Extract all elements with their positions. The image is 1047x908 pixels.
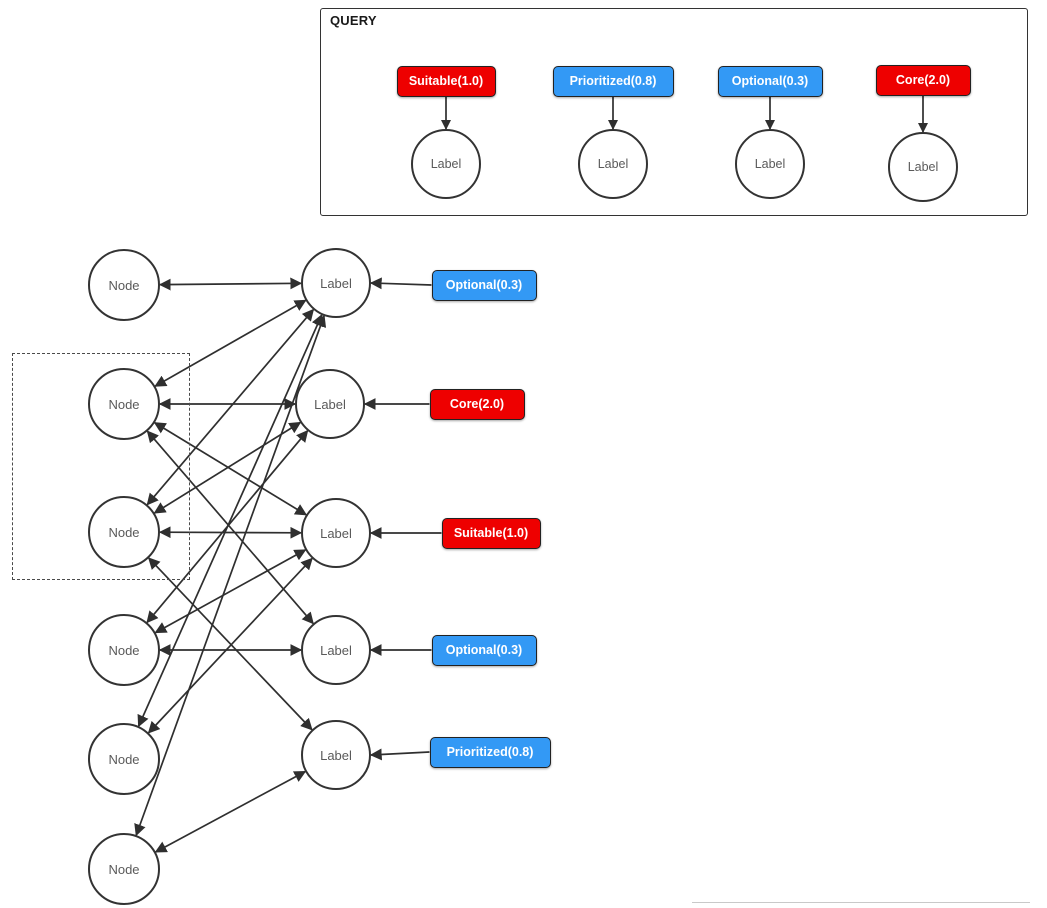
badge-label: Prioritized(0.8)	[569, 73, 657, 88]
query-label-circle-1[interactable]: Label	[578, 129, 648, 199]
graph-badge-2[interactable]: Suitable(1.0)	[441, 517, 541, 549]
query-badge-3[interactable]: Core(2.0)	[875, 64, 971, 96]
circle-label: Label	[907, 159, 939, 174]
badge-label: Suitable(1.0)	[408, 73, 484, 88]
badge-label: Suitable(1.0)	[453, 525, 529, 540]
query-label-circle-3[interactable]: Label	[888, 132, 958, 202]
circle-label: Label	[754, 156, 786, 171]
badge-label: Prioritized(0.8)	[446, 744, 534, 759]
graph-node-circle-4[interactable]: Node	[88, 723, 160, 795]
graph-node-circle-5[interactable]: Node	[88, 833, 160, 905]
graph-node-circle-3[interactable]: Node	[88, 614, 160, 686]
graph-node-circle-1[interactable]: Node	[88, 368, 160, 440]
circle-label: Node	[108, 861, 140, 877]
graph-label-circle-1[interactable]: Label	[295, 369, 365, 439]
query-badge-1[interactable]: Prioritized(0.8)	[552, 65, 674, 97]
circle-label: Label	[320, 642, 352, 658]
query-panel-title: QUERY	[330, 13, 377, 28]
circle-label: Label	[320, 747, 352, 763]
graph-label-circle-3[interactable]: Label	[301, 615, 371, 685]
edge-n0-l0	[158, 277, 303, 291]
circle-label: Label	[430, 156, 462, 171]
query-badge-2[interactable]: Optional(0.3)	[717, 65, 823, 97]
graph-badge-4[interactable]: Prioritized(0.8)	[429, 736, 551, 768]
circle-label: Node	[108, 277, 140, 293]
circle-label: Node	[108, 751, 140, 767]
query-badge-0[interactable]: Suitable(1.0)	[396, 65, 496, 97]
graph-label-circle-2[interactable]: Label	[301, 498, 371, 568]
badge-label: Optional(0.3)	[445, 642, 523, 657]
bottom-divider	[692, 902, 1030, 903]
edge-n5-l4	[154, 770, 307, 853]
graph-label-circle-4[interactable]: Label	[301, 720, 371, 790]
circle-label: Label	[314, 396, 346, 412]
badge-label: Optional(0.3)	[731, 73, 809, 88]
graph-badge-0[interactable]: Optional(0.3)	[431, 269, 537, 301]
node-group-dashed-box	[12, 353, 190, 580]
circle-label: Node	[108, 642, 140, 658]
query-label-circle-0[interactable]: Label	[411, 129, 481, 199]
circle-label: Label	[597, 156, 629, 171]
badge-connector-0	[369, 277, 432, 290]
badge-connector-4	[369, 748, 430, 761]
badge-label: Core(2.0)	[895, 72, 951, 87]
circle-label: Node	[108, 396, 140, 412]
graph-label-circle-0[interactable]: Label	[301, 248, 371, 318]
graph-node-circle-0[interactable]: Node	[88, 249, 160, 321]
circle-label: Label	[320, 525, 352, 541]
badge-label: Core(2.0)	[449, 396, 505, 411]
graph-badge-1[interactable]: Core(2.0)	[429, 388, 525, 420]
circle-label: Node	[108, 524, 140, 540]
edge-n2-l4	[147, 557, 313, 731]
query-label-circle-2[interactable]: Label	[735, 129, 805, 199]
graph-badge-3[interactable]: Optional(0.3)	[431, 634, 537, 666]
badge-label: Optional(0.3)	[445, 277, 523, 292]
graph-node-circle-2[interactable]: Node	[88, 496, 160, 568]
circle-label: Label	[320, 275, 352, 291]
